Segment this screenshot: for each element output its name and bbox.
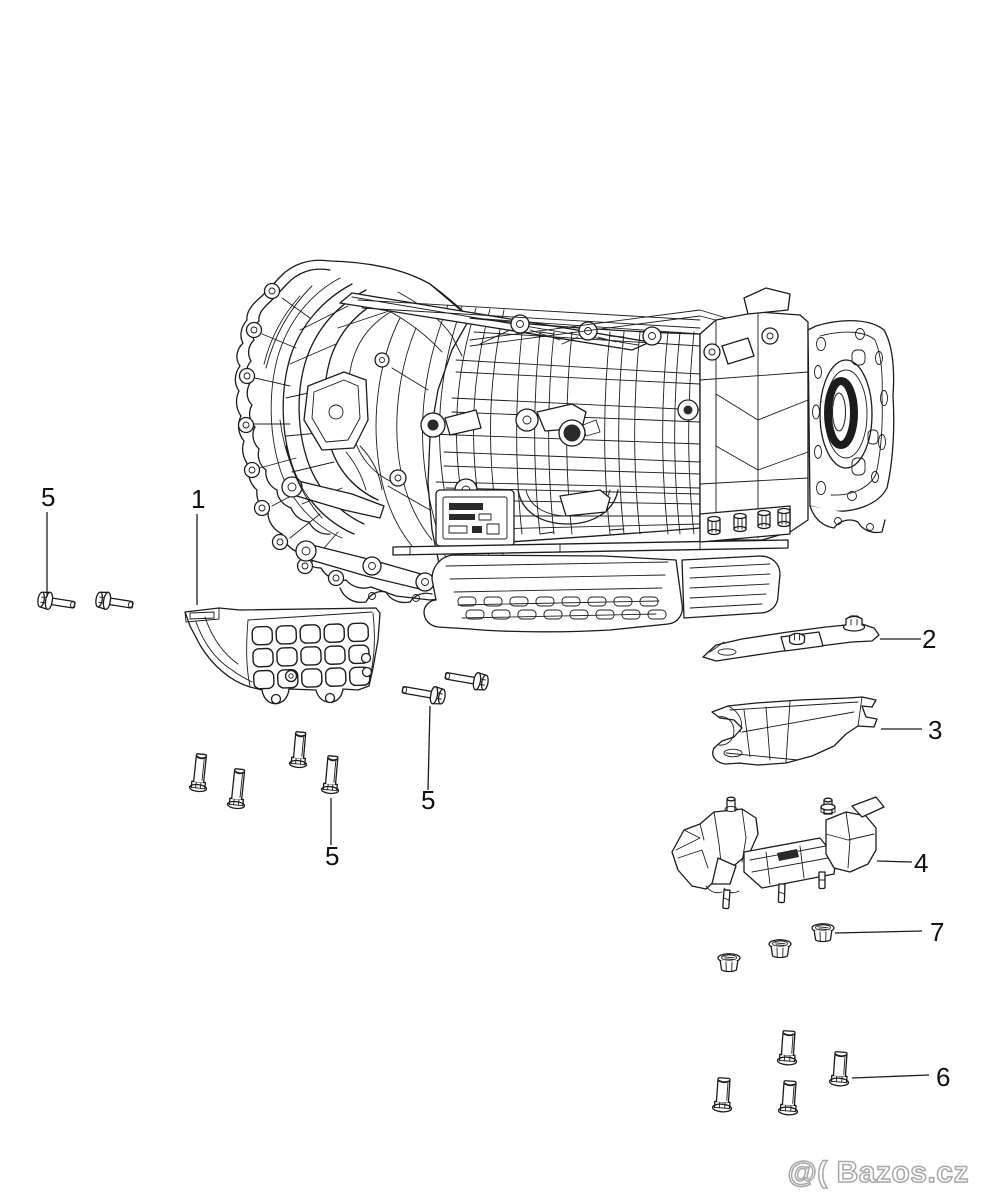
svg-text:6: 6 — [936, 1062, 950, 1092]
svg-text:4: 4 — [914, 848, 928, 878]
svg-text:5: 5 — [421, 785, 435, 815]
svg-text:@( Bazos.cz: @( Bazos.cz — [788, 1156, 969, 1189]
svg-text:5: 5 — [41, 482, 55, 512]
svg-text:7: 7 — [930, 917, 944, 947]
svg-text:2: 2 — [922, 624, 936, 654]
svg-text:5: 5 — [325, 841, 339, 871]
svg-text:1: 1 — [191, 484, 205, 514]
svg-text:3: 3 — [928, 715, 942, 745]
